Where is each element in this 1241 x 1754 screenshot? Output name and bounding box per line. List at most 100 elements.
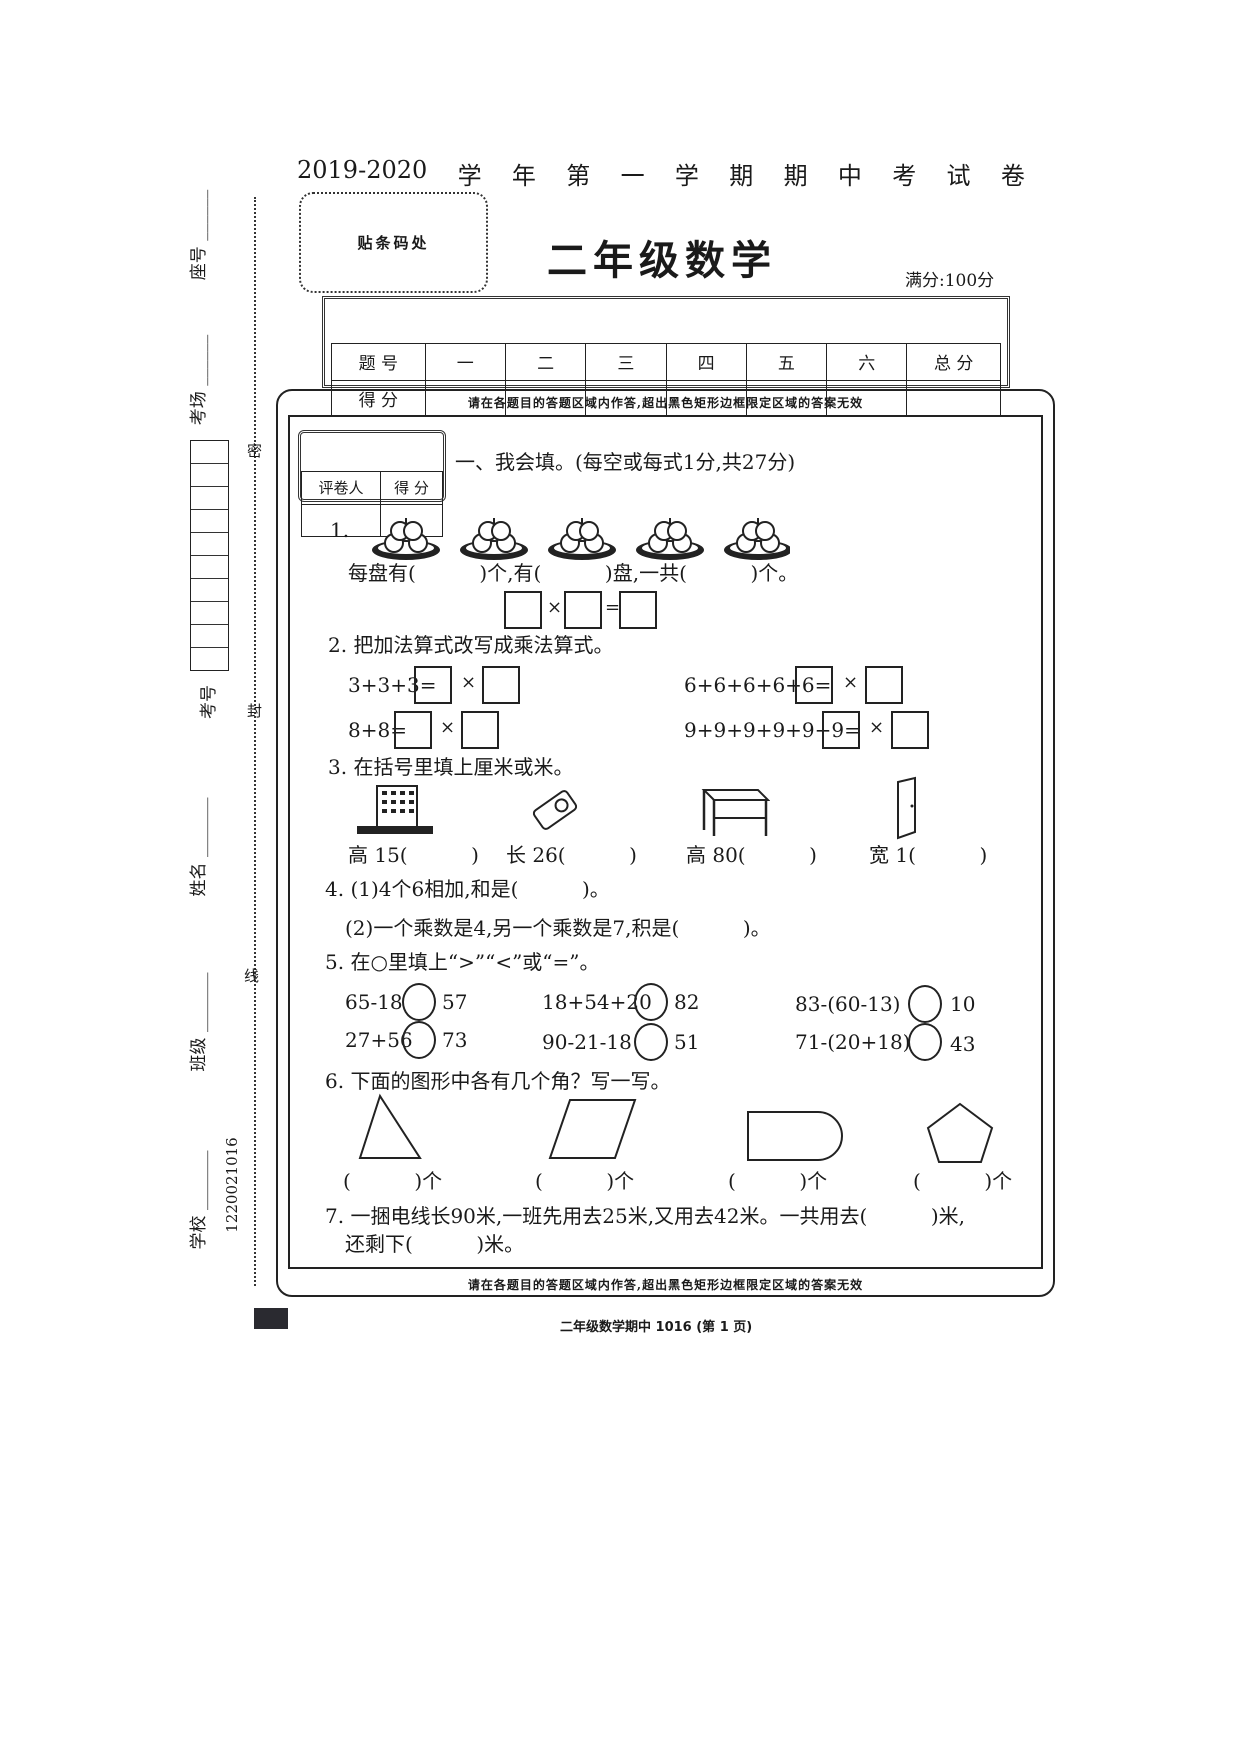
q3-item[interactable]: 高 80( ) [686, 843, 817, 867]
fruit-plate-icon [723, 517, 790, 561]
answer-box[interactable] [619, 591, 657, 629]
q6-answer[interactable]: ( )个 [535, 1169, 635, 1193]
compare-right: 73 [442, 1028, 468, 1052]
compare-circle[interactable] [908, 1023, 942, 1061]
title-char: 试 [946, 162, 971, 190]
table-icon [701, 789, 770, 836]
title-char: 第 [566, 162, 591, 190]
section-heading: 一、我会填。(每空或每式1分,共27分) [455, 450, 796, 474]
score-header-cell: 四 [665, 343, 747, 381]
fruit-plates [372, 517, 790, 561]
score-header-cell: 五 [745, 343, 828, 381]
q5-title: 5. 在○里填上“>”“<”或“=”。 [325, 950, 600, 974]
compare-right: 43 [950, 1032, 976, 1056]
q2-expr: 9+9+9+9+9+9= [684, 718, 861, 742]
q3-item[interactable]: 宽 1( ) [869, 843, 988, 867]
times-sign: × [440, 717, 456, 738]
fruit-plate-icon [459, 517, 529, 561]
exam-number-grid[interactable] [190, 440, 229, 671]
room-label: 考场 ______ [189, 334, 209, 426]
answer-box[interactable] [414, 666, 452, 704]
answer-box[interactable] [504, 591, 542, 629]
grader-box: 评卷人得 分 [298, 430, 446, 537]
q1-blanks[interactable]: 每盘有( )个,有( )盘,一共( )个。 [348, 561, 799, 585]
q2-expr: 3+3+3= [348, 673, 437, 697]
answer-box[interactable] [891, 711, 929, 749]
q6-answer[interactable]: ( )个 [728, 1169, 828, 1193]
shapes-row [358, 1093, 994, 1163]
q7-line1[interactable]: 7. 一捆电线长90米,一班先用去25米,又用去42米。一共用去( )米, [325, 1204, 966, 1228]
compare-left: 71-(20+18) [795, 1030, 911, 1054]
answer-box[interactable] [865, 666, 903, 704]
exam-number-label: 考号 [199, 685, 219, 719]
triangle-shape [358, 1093, 422, 1159]
title-char: 考 [892, 162, 917, 190]
compare-circle[interactable] [402, 983, 436, 1021]
answer-area-frame [276, 389, 1055, 1297]
compare-left: 18+54+20 [542, 990, 652, 1014]
barcode-label: 贴条码处 [357, 234, 430, 252]
compare-left: 90-21-18 [542, 1030, 632, 1054]
times-sign: × [547, 597, 563, 618]
pentagon-shape [926, 1102, 994, 1163]
q4-part1[interactable]: 4. (1)4个6相加,和是( )。 [325, 877, 610, 901]
answer-box[interactable] [795, 666, 833, 704]
notice-top: 请在各题目的答题区域内作答,超出黑色矩形边框限定区域的答案无效 [467, 396, 864, 410]
q3-title: 3. 在括号里填上厘米或米。 [328, 755, 574, 779]
title-char: 期 [783, 162, 808, 190]
title-char: 一 [620, 162, 645, 190]
seat-label: 座号 ______ [189, 189, 209, 281]
alignment-marker [254, 1308, 288, 1329]
q6-answer[interactable]: ( )个 [343, 1169, 443, 1193]
times-sign: × [461, 672, 477, 693]
compare-right: 57 [442, 990, 468, 1014]
eraser-icon [532, 790, 578, 830]
compare-circle[interactable] [634, 1023, 668, 1061]
seal-char-feng: 封 [247, 702, 263, 720]
answer-box[interactable] [482, 666, 520, 704]
score-cell[interactable] [665, 379, 747, 417]
answer-area-inner [288, 415, 1043, 1269]
score-cell[interactable] [826, 379, 908, 417]
score-cell[interactable] [504, 379, 587, 417]
compare-right: 82 [674, 990, 700, 1014]
answer-box[interactable] [461, 711, 499, 749]
q2-title: 2. 把加法算式改写成乘法算式。 [328, 633, 614, 657]
barcode-area: 贴条码处 [299, 192, 488, 293]
class-text: 班级 [189, 1037, 209, 1072]
times-sign: × [869, 717, 885, 738]
q2-expr: 6+6+6+6+6= [684, 673, 832, 697]
compare-circle[interactable] [634, 983, 668, 1021]
answer-box[interactable] [394, 711, 432, 749]
q6-answer[interactable]: ( )个 [913, 1169, 1013, 1193]
q1-number: 1. [330, 518, 350, 542]
class-label: 班级 _______ [189, 972, 209, 1072]
equals-sign: = [605, 597, 621, 618]
title-char: 学 [674, 162, 699, 190]
school-year: 2019-2020 [297, 156, 428, 184]
name-label: 姓名 _______ [189, 797, 209, 897]
page-footer: 二年级数学期中 1016 (第 1 页) [560, 1320, 753, 1335]
title-char: 期 [729, 162, 754, 190]
parallelogram-shape [548, 1099, 637, 1159]
seat-text: 座号 [189, 246, 209, 281]
full-score: 满分:100分 [905, 271, 995, 291]
school-label: 学校 _______ [189, 1150, 209, 1250]
q7-line2[interactable]: 还剩下( )米。 [345, 1232, 525, 1256]
compare-circle[interactable] [908, 985, 942, 1023]
score-header-cell: 题 号 [331, 343, 426, 381]
subject-title: 二年级数学 [547, 237, 777, 284]
compare-circle[interactable] [402, 1021, 436, 1059]
q2-expr: 8+8= [348, 718, 407, 742]
compare-left: 27+56 [345, 1028, 413, 1052]
q4-part2[interactable]: (2)一个乘数是4,另一个乘数是7,积是( )。 [345, 916, 771, 940]
compare-right: 10 [950, 992, 976, 1016]
answer-box[interactable] [822, 711, 860, 749]
q3-item[interactable]: 长 26( ) [506, 843, 637, 867]
fruit-plate-icon [635, 517, 705, 561]
score-header-cell: 三 [585, 343, 667, 381]
q3-item[interactable]: 高 15( ) [348, 843, 479, 867]
answer-box[interactable] [564, 591, 602, 629]
grader-cell[interactable] [301, 503, 381, 537]
school-text: 学校 [189, 1215, 209, 1250]
